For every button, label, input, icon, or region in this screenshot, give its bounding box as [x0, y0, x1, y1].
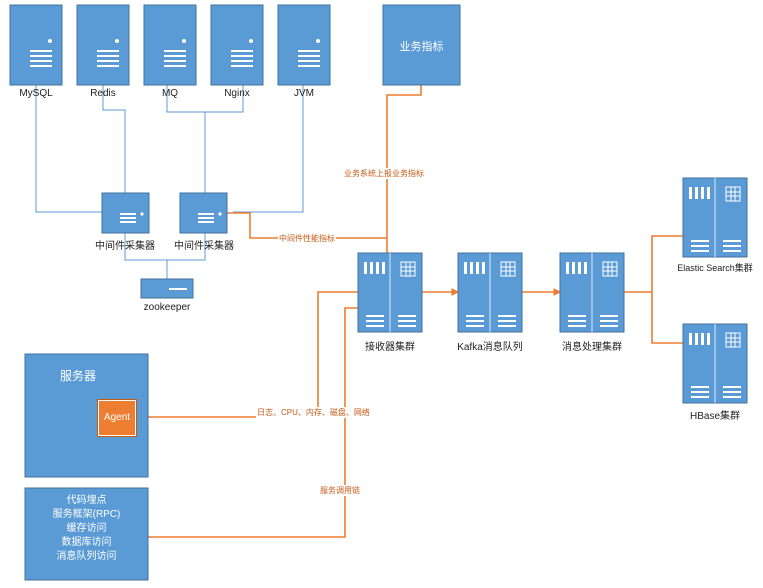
- business-report-label: 业务系统上报业务指标: [343, 168, 425, 179]
- code-line-2: 服务框架(RPC): [52, 509, 121, 520]
- redis-connector: [102, 85, 126, 193]
- kafka-label: Kafka消息队列: [457, 342, 523, 353]
- receiver-label: 接收器集群: [365, 342, 415, 353]
- processor-rack: [559, 252, 625, 333]
- processor-label: 消息处理集群: [562, 342, 622, 353]
- system-metrics-label: 日志、CPU、内存、磁盘、网络: [256, 407, 371, 418]
- elastic-rack: [682, 177, 748, 258]
- hbase-label: HBase集群: [689, 411, 740, 422]
- middleware-metrics-label: 中间件性能指标: [278, 233, 336, 244]
- code-line-5: 消息队列访问: [56, 551, 117, 562]
- tower-jvm-label: JVM: [294, 88, 314, 99]
- business-metrics-label: 业务指标: [399, 41, 444, 53]
- collector-1-label: 中间件采集器: [95, 241, 155, 252]
- code-line-3: 缓存访问: [66, 523, 107, 534]
- mysql-connector: [35, 85, 102, 213]
- hbase-rack: [682, 323, 748, 404]
- kafka-rack: [457, 252, 523, 333]
- collector-2-label: 中间件采集器: [174, 241, 234, 252]
- agent-flow: [137, 288, 380, 418]
- code-box-lines: 代码埋点 服务框架(RPC) 缓存访问 数据库访问 消息队列访问: [25, 494, 148, 564]
- orange-flows: [137, 85, 716, 538]
- zookeeper-device: [140, 278, 194, 299]
- blue-connectors: [35, 85, 304, 279]
- tower-mq: [143, 4, 197, 86]
- code-line-1: 代码埋点: [66, 495, 107, 506]
- zookeeper-label: zookeeper: [143, 302, 191, 313]
- code-box: [24, 487, 149, 581]
- collector-zookeeper-connector: [124, 233, 206, 261]
- tower-nginx: [210, 4, 264, 86]
- tower-mq-label: MQ: [161, 88, 179, 99]
- tower-nginx-label: Nginx: [224, 88, 250, 99]
- call-chain-label: 服务调用链: [319, 485, 361, 496]
- code-line-4: 数据库访问: [61, 537, 112, 548]
- agent-box: Agent: [97, 399, 137, 437]
- tower-mysql-label: MySQL: [19, 88, 53, 99]
- collector-2: [179, 192, 228, 234]
- tower-redis-label: Redis: [90, 88, 116, 99]
- tower-redis: [76, 4, 130, 86]
- tower-jvm: [277, 4, 331, 86]
- server-box-title: 服务器: [60, 369, 97, 383]
- business-metrics-flow: [383, 85, 422, 292]
- business-metrics-box: [382, 4, 461, 86]
- tower-mysql: [9, 4, 63, 86]
- call-chain-flow: [148, 304, 380, 538]
- jvm-connector: [233, 85, 304, 213]
- receiver-rack: [357, 252, 423, 333]
- collector-1: [101, 192, 150, 234]
- elastic-label: Elastic Search集群: [677, 263, 753, 273]
